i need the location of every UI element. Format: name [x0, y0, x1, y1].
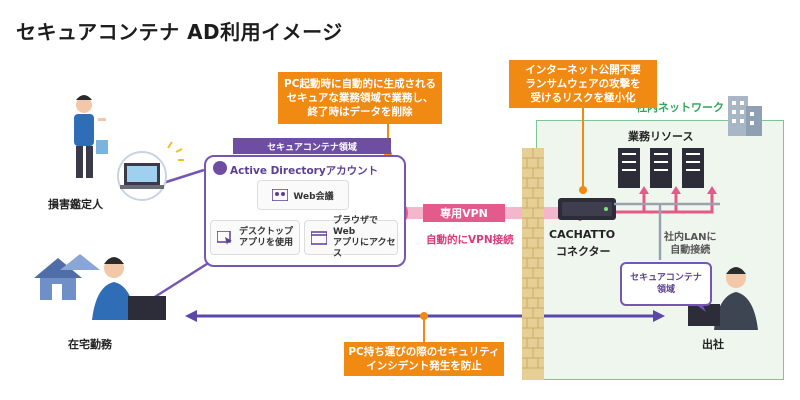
callout-secure-area: PC起動時に自動的に生成される セキュアな業務領域で業務し、 終了時はデータを削… [278, 72, 442, 124]
home-worker-illustration [92, 257, 166, 320]
vpn-label: 専用VPN [423, 204, 505, 222]
adjuster-label: 損害鑑定人 [48, 198, 103, 211]
web-meeting-label: Web会議 [293, 191, 334, 202]
adjuster-person-illustration [74, 95, 108, 178]
office-worker-label: 出社 [702, 338, 724, 351]
browser-window-icon [311, 230, 327, 245]
office-building-icon [728, 96, 762, 136]
business-resources-label: 業務リソース [628, 130, 694, 143]
server-rack-icons [618, 148, 704, 188]
callout-incident-prevention: PC持ち運びの際のセキュリティ インシデント発生を防止 [344, 342, 504, 376]
ad-account-label: Active Directoryアカウント [230, 165, 379, 177]
callout-no-internet: インターネット公開不要 ランサムウェアの攻撃を 受けるリスクを極小化 [509, 60, 657, 108]
web-meeting-icon [272, 189, 289, 201]
browser-app-label: ブラウザでWeb アプリにアクセス [333, 215, 396, 259]
home-worker-label: 在宅勤務 [68, 338, 112, 351]
cachatto-connector-icon [558, 198, 616, 220]
web-meeting-item: Web会議 [257, 180, 349, 210]
desktop-app-item: デスクトップ アプリを使用 [210, 220, 300, 255]
lan-auto-connect-label: 社内LANに 自動接続 [664, 232, 717, 256]
connector-sub-label: コネクター [556, 245, 611, 258]
internal-network-label: 社内ネットワーク [636, 101, 724, 114]
office-secure-container-bubble: セキュアコンテナ 領域 [620, 262, 712, 306]
page-title: セキュアコンテナ AD利用イメージ [16, 20, 343, 44]
vpn-auto-connect-label: 自動的にVPN接続 [426, 234, 514, 246]
desktop-app-label: デスクトップ アプリを使用 [239, 226, 294, 248]
firewall-wall-icon [522, 148, 544, 380]
office-worker-illustration [688, 267, 758, 330]
user-account-icon [213, 161, 227, 175]
cursor-window-icon [217, 230, 232, 245]
secure-container-tag: セキュアコンテナ領域 [233, 138, 391, 154]
connector-name-label: CACHATTO [549, 228, 616, 241]
house-icon [34, 254, 100, 300]
adjuster-laptop-icon [117, 141, 184, 201]
browser-app-item: ブラウザでWeb アプリにアクセス [304, 216, 398, 259]
